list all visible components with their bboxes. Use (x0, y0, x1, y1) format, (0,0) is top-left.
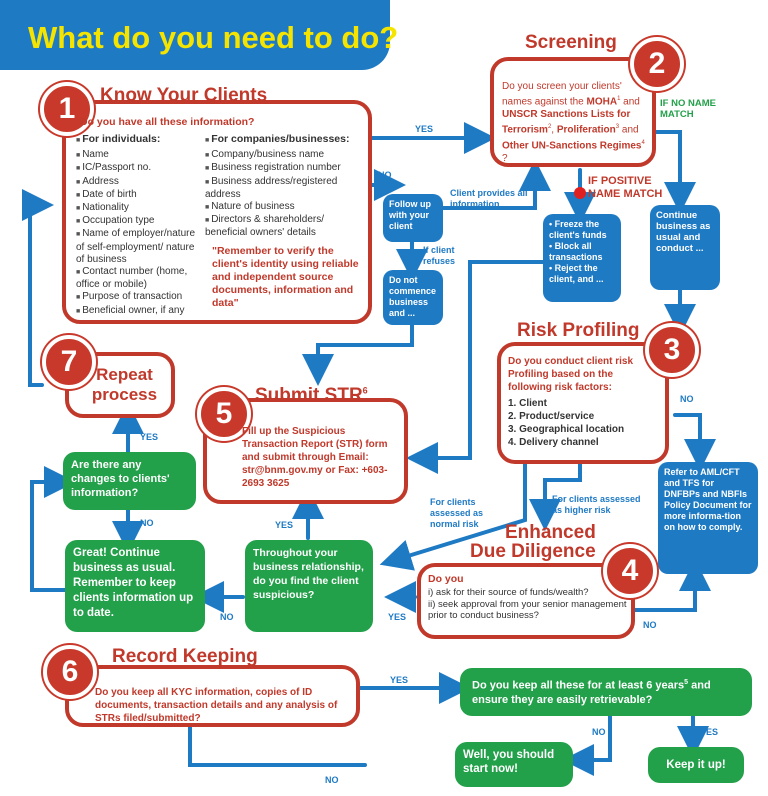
record-keeping-box (65, 665, 360, 727)
list-item: 2. Product/service (508, 411, 595, 422)
yes-label: YES (388, 612, 407, 622)
list-item: Contact number (home, office or mobile) (76, 266, 204, 291)
continue-business-box: Continue business as usual and conduct .… (650, 205, 720, 290)
step-3-badge: 3 (645, 323, 699, 377)
list-item: Occupation type (76, 215, 204, 228)
list-item: Nature of business (205, 201, 365, 214)
no-label: NO (378, 170, 392, 180)
follow-up-box: Follow up with your client (383, 194, 443, 242)
changes-box: Are there any changes to clients' inform… (63, 452, 196, 510)
refer-box: Refer to AML/CFT and TFS for DNFBPs and … (658, 462, 758, 574)
continue-usual-box: Great! Continue business as usual. Remem… (65, 540, 205, 632)
edd-items: i) ask for their source of funds/wealth?… (428, 587, 628, 622)
step-1-badge: 1 (40, 82, 94, 136)
record-keeping-heading: Record Keeping (112, 646, 258, 667)
no-label: NO (643, 620, 657, 630)
step-7-badge: 7 (42, 335, 96, 389)
edd-heading-1: Enhanced (505, 522, 596, 543)
no-name-match-label: IF NO NAME MATCH (660, 98, 716, 120)
positive-match-dot (574, 187, 586, 199)
list-item: IC/Passport no. (76, 162, 204, 175)
risk-profiling-box (497, 342, 669, 464)
list-item: ii) seek approval from your senior manag… (428, 598, 627, 622)
list-item: Purpose of transaction (76, 291, 204, 304)
list-item: Beneficial owner, if any (76, 305, 204, 318)
companies-list: For companies/businesses: Company/busine… (205, 133, 365, 240)
step-5-badge: 5 (197, 387, 251, 441)
list-item: 3. Geographical location (508, 424, 625, 435)
list-item: • Freeze the client's funds (549, 219, 607, 240)
six-years-box: Do you keep all these for at least 6 yea… (460, 668, 752, 716)
keep-it-up-box: Keep it up! (648, 747, 744, 783)
list-item: Nationality (76, 202, 204, 215)
kyc-question: Do you have all these information? (80, 116, 255, 128)
list-item: 1. Client (508, 398, 547, 409)
list-item: Date of birth (76, 189, 204, 202)
record-question: Do you keep all KYC information, copies … (95, 687, 338, 724)
edd-box (417, 563, 635, 639)
normal-risk-label: For clients assessed as normal risk (430, 497, 484, 529)
positive-match-label: IF POSITIVE NAME MATCH (588, 175, 663, 200)
if-client-refuses-label: If client refuses (423, 245, 456, 266)
list-item: i) ask for their source of funds/wealth? (428, 587, 589, 598)
no-label: NO (220, 612, 234, 622)
risk-profiling-heading: Risk Profiling (517, 320, 640, 341)
list-item: Company/business name (205, 149, 365, 162)
higher-risk-label: For clients assessed as higher risk (552, 494, 641, 515)
list-item: Business registration number (205, 162, 365, 175)
individuals-label: For individuals: (76, 133, 204, 147)
freeze-box: • Freeze the client's funds • Block all … (543, 214, 621, 302)
yes-label: YES (390, 675, 409, 685)
yes-label: YES (700, 727, 719, 737)
list-item: Name (76, 149, 204, 162)
list-item: Name of employer/nature of self-employme… (76, 228, 204, 266)
yes-label: YES (140, 432, 159, 442)
page-title: What do you need to do? (28, 20, 399, 55)
companies-label: For companies/businesses: (205, 133, 365, 147)
individuals-list: For individuals: Name IC/Passport no. Ad… (76, 133, 204, 318)
str-text: Fill up the Suspicious Transaction Repor… (242, 426, 388, 489)
list-item: 4. Delivery channel (508, 437, 599, 448)
repeat-heading: Repeat process (91, 365, 158, 404)
step-4-badge: 4 (603, 544, 657, 598)
list-item: Address (76, 176, 204, 189)
list-item: Directors & shareholders/ beneficial own… (205, 214, 365, 239)
yes-label: YES (415, 124, 434, 134)
edd-do-you: Do you (428, 573, 464, 585)
no-label: NO (592, 727, 606, 737)
list-item: • Block all transactions (549, 241, 603, 262)
do-not-commence-box: Do not commence business and ... (383, 270, 443, 325)
screening-box (490, 57, 656, 167)
suspicious-box: Throughout your business relationship, d… (245, 540, 373, 632)
kyc-heading: Know Your Clients (100, 85, 268, 106)
risk-question: Do you conduct client risk Profiling bas… (508, 356, 634, 393)
kyc-reminder: "Remember to verify the client's identit… (212, 245, 359, 309)
no-label: NO (140, 518, 154, 528)
no-label: NO (325, 775, 339, 785)
screening-heading: Screening (525, 32, 617, 53)
should-start-box: Well, you should start now! (455, 742, 573, 787)
step-6-badge: 6 (43, 645, 97, 699)
client-provides-label: Client provides all information (450, 188, 528, 209)
screening-question: Do you screen your clients' names agains… (502, 81, 645, 164)
title-banner (0, 0, 390, 70)
yes-label: YES (275, 520, 294, 530)
risk-factors: 1. Client 2. Product/service 3. Geograph… (508, 397, 658, 449)
list-item: Business address/registered address (205, 176, 365, 201)
list-item: • Reject the client, and ... (549, 263, 604, 284)
step-2-badge: 2 (630, 37, 684, 91)
edd-heading-2: Due Diligence (470, 541, 596, 562)
str-heading: Submit STR6 (255, 385, 368, 406)
no-label: NO (680, 394, 694, 404)
